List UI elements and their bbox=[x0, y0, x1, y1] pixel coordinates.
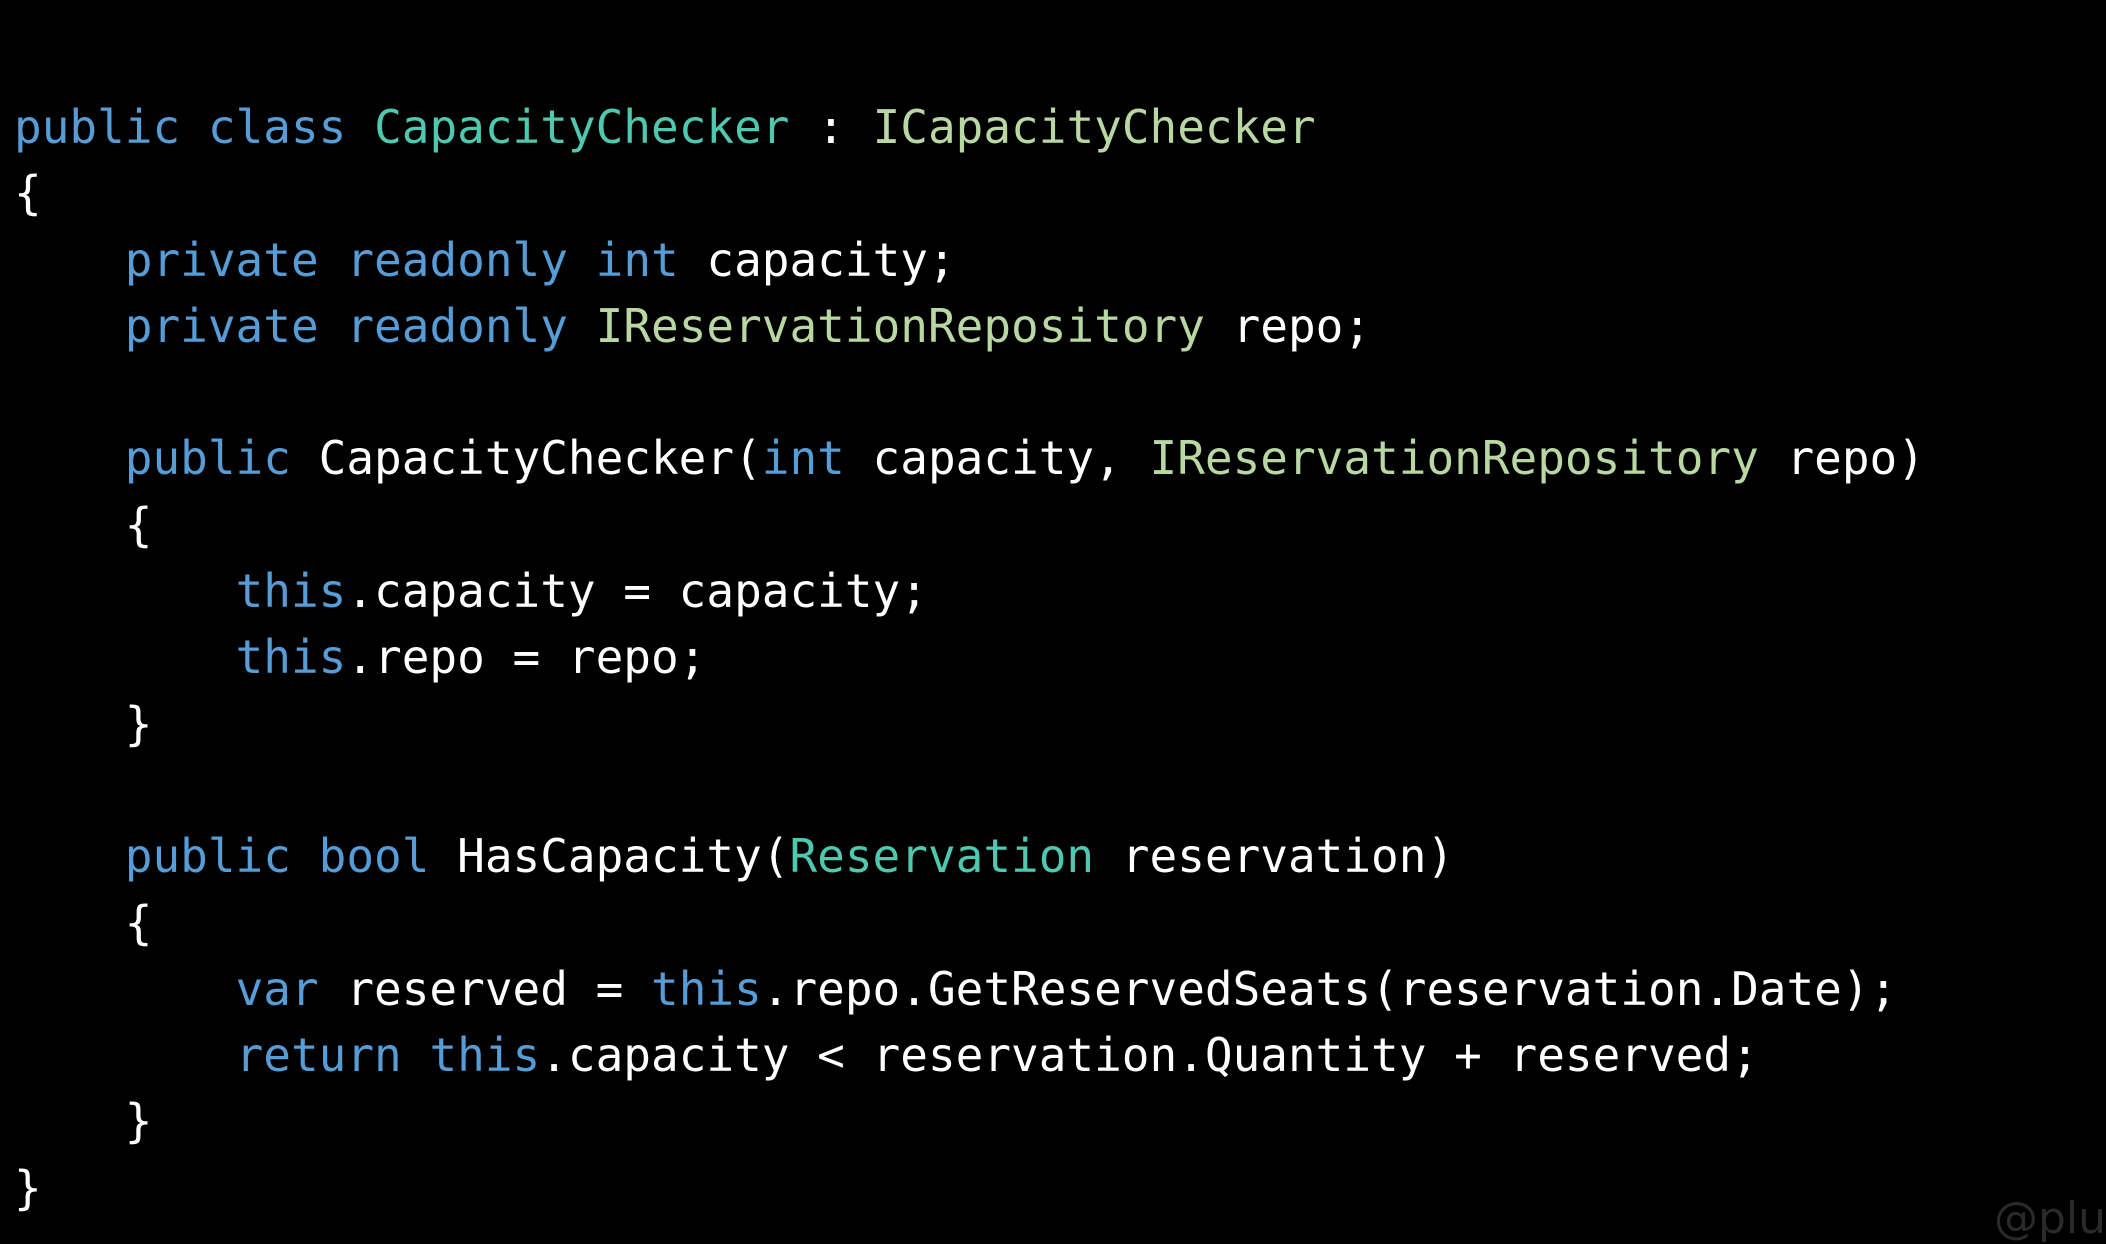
code-token bbox=[568, 233, 596, 287]
code-token: this bbox=[651, 961, 762, 1016]
code-token: .capacity < reservation.Quantity + reser… bbox=[540, 1028, 1759, 1083]
code-line: this.capacity = capacity; bbox=[14, 558, 2094, 624]
code-token: int bbox=[761, 431, 845, 486]
code-line: } bbox=[14, 691, 2094, 757]
code-token: { bbox=[14, 497, 153, 552]
code-token: public bbox=[124, 431, 291, 486]
code-token: this bbox=[429, 1028, 541, 1083]
watermark-text: @plu bbox=[1993, 1193, 2106, 1244]
code-token: public bbox=[124, 829, 291, 884]
code-line: } bbox=[14, 1155, 2094, 1221]
code-token bbox=[568, 299, 596, 353]
code-token bbox=[14, 431, 125, 485]
code-token bbox=[14, 962, 236, 1016]
code-token bbox=[14, 233, 125, 287]
code-token: } bbox=[14, 1094, 153, 1149]
code-token: CapacityChecker bbox=[374, 100, 790, 154]
code-line bbox=[14, 757, 2094, 823]
code-token: private bbox=[124, 298, 319, 353]
code-token: repo) bbox=[1758, 431, 1925, 486]
code-token bbox=[14, 829, 125, 883]
code-token: { bbox=[14, 166, 42, 221]
code-token: public bbox=[14, 100, 181, 154]
code-line: { bbox=[14, 492, 2094, 558]
code-token bbox=[346, 100, 374, 154]
code-token bbox=[14, 1028, 236, 1082]
code-token: IReservationRepository bbox=[595, 298, 1205, 353]
code-token: } bbox=[14, 1160, 42, 1215]
code-token: var bbox=[235, 961, 319, 1016]
code-line: public bool HasCapacity(Reservation rese… bbox=[14, 823, 2094, 889]
code-line: { bbox=[14, 890, 2094, 956]
code-token: } bbox=[14, 696, 153, 751]
code-token: { bbox=[14, 895, 153, 950]
code-token: int bbox=[595, 232, 679, 287]
code-token: : bbox=[789, 100, 873, 154]
code-token: reservation) bbox=[1094, 829, 1455, 884]
code-line: this.repo = repo; bbox=[14, 624, 2094, 690]
code-token bbox=[14, 630, 236, 684]
code-token: readonly bbox=[346, 232, 568, 287]
code-token: this bbox=[235, 564, 347, 619]
code-line: var reserved = this.repo.GetReservedSeat… bbox=[14, 956, 2094, 1022]
code-token: repo; bbox=[1204, 298, 1372, 353]
code-token bbox=[14, 299, 125, 353]
code-token: reserved = bbox=[318, 961, 651, 1016]
code-token bbox=[291, 829, 319, 883]
code-token: bool bbox=[318, 829, 430, 884]
code-token: CapacityChecker( bbox=[290, 431, 762, 486]
code-token bbox=[319, 233, 347, 287]
code-token: readonly bbox=[346, 298, 568, 353]
code-token: private bbox=[124, 232, 319, 287]
code-token: .repo = repo; bbox=[346, 630, 707, 685]
code-line: public class CapacityChecker : ICapacity… bbox=[14, 94, 2094, 160]
code-token bbox=[180, 100, 208, 154]
code-token bbox=[402, 1028, 430, 1082]
code-line: } bbox=[14, 1088, 2094, 1154]
code-token: Reservation bbox=[789, 829, 1095, 884]
code-line: private readonly IReservationRepository … bbox=[14, 293, 2094, 359]
code-token: .capacity = capacity; bbox=[346, 564, 928, 619]
code-token: ICapacityChecker bbox=[872, 100, 1316, 154]
code-token bbox=[319, 299, 347, 353]
code-view: public class CapacityChecker : ICapacity… bbox=[14, 94, 2094, 1221]
code-line: { bbox=[14, 160, 2094, 226]
code-line: public CapacityChecker(int capacity, IRe… bbox=[14, 425, 2094, 491]
code-token: capacity, bbox=[844, 431, 1150, 486]
code-token: HasCapacity( bbox=[429, 829, 790, 884]
code-token: this bbox=[235, 630, 347, 685]
code-token: class bbox=[207, 100, 347, 154]
code-token: IReservationRepository bbox=[1149, 431, 1759, 486]
code-line: return this.capacity < reservation.Quant… bbox=[14, 1022, 2094, 1088]
code-line: private readonly int capacity; bbox=[14, 227, 2094, 293]
code-token: .repo.GetReservedSeats(reservation.Date)… bbox=[761, 961, 1898, 1016]
code-token: capacity; bbox=[678, 232, 956, 287]
code-line bbox=[14, 359, 2094, 425]
code-token bbox=[14, 564, 236, 618]
code-token: return bbox=[235, 1028, 402, 1083]
